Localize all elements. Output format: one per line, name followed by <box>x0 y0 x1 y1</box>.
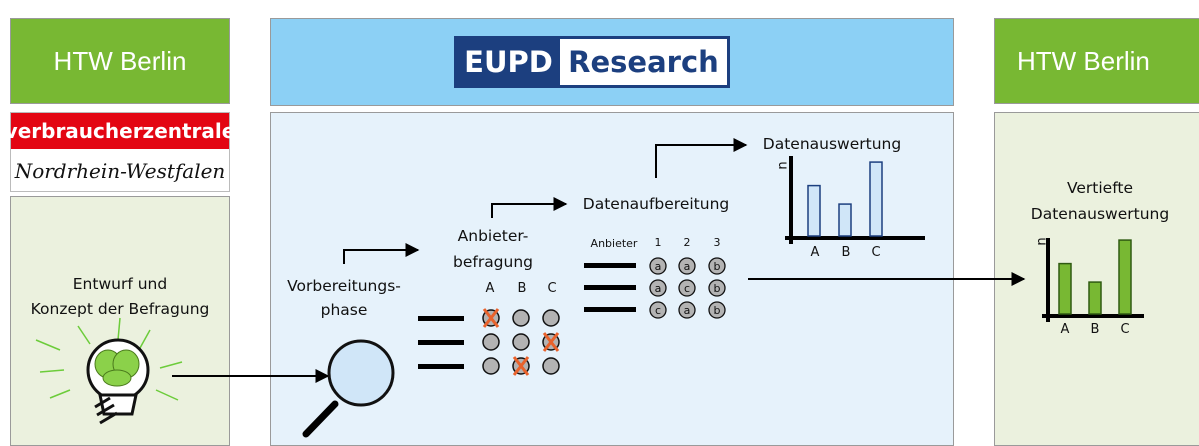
vz-logo-bottom-text: Nordrhein-Westfalen <box>14 159 226 183</box>
cross-mark-icon <box>482 308 500 328</box>
cross-mark-icon <box>512 356 530 376</box>
cross-mark-icon <box>542 332 560 352</box>
htw-berlin-label-left: HTW Berlin <box>53 45 187 76</box>
lightbulb-icon <box>35 317 183 425</box>
survey-col-b: B <box>517 281 527 296</box>
deep-analysis-panel <box>994 112 1199 446</box>
verbraucherzentrale-logo: verbraucherzentrale Nordrhein-Westfalen <box>5 112 235 192</box>
right-chart-cat-a: A <box>1060 322 1070 337</box>
table-cell-circle <box>649 301 667 319</box>
survey-answer-circle <box>512 309 530 327</box>
survey-question-lines <box>418 316 464 369</box>
eupd-logo-left-text: EUPD <box>464 45 553 79</box>
table-cell-value: a <box>655 282 662 295</box>
survey-col-a: A <box>485 281 495 296</box>
table-cell-circle <box>649 279 667 297</box>
table-cell-circle <box>708 257 726 275</box>
survey-answer-circle <box>482 333 500 351</box>
table-cell-circle <box>649 257 667 275</box>
eupd-logo-right: Research <box>560 39 727 85</box>
survey-answer-circle <box>482 357 500 375</box>
vz-logo-top: verbraucherzentrale <box>5 113 235 149</box>
arrow-prep-to-analysis <box>655 138 748 178</box>
center-chart-ylabel: n <box>775 161 791 170</box>
step-prep-line2: phase <box>320 301 368 319</box>
survey-answer-circle <box>542 357 560 375</box>
right-chart-ylabel: n <box>1034 237 1050 246</box>
table-cell-value: a <box>655 260 662 273</box>
htw-berlin-header-left: HTW Berlin <box>10 18 230 104</box>
concept-text-line2: Konzept der Befragung <box>30 300 210 318</box>
survey-answer-grid <box>482 308 560 376</box>
eupd-logo: EUPD Research <box>454 36 730 88</box>
table-col-1: 1 <box>654 236 662 249</box>
concept-text-line1: Entwurf und <box>72 275 168 293</box>
right-chart-cat-b: B <box>1090 322 1100 337</box>
table-cell-value: b <box>714 260 721 273</box>
table-cell-value: c <box>655 304 661 317</box>
eupd-logo-left: EUPD <box>457 39 560 85</box>
right-bar-chart <box>1042 238 1144 322</box>
table-col-2: 2 <box>683 236 691 249</box>
deep-analysis-title-line2: Datenauswertung <box>1030 205 1170 223</box>
step-survey-line2: befragung <box>452 253 534 271</box>
right-chart-cat-c: C <box>1120 322 1130 337</box>
bar <box>869 161 883 237</box>
center-chart-cat-b: B <box>841 245 851 260</box>
table-cell-value: b <box>714 282 721 295</box>
center-chart-cat-a: A <box>810 245 820 260</box>
bar <box>838 203 852 237</box>
vz-logo-bottom: Nordrhein-Westfalen <box>11 151 229 191</box>
step-data-prep: Datenaufbereitung <box>582 195 730 213</box>
step-survey-line1: Anbieter- <box>457 227 529 245</box>
center-chart-cat-c: C <box>871 245 881 260</box>
table-cell-circle <box>678 257 696 275</box>
table-cell-circle <box>678 279 696 297</box>
table-cell-value: b <box>714 304 721 317</box>
bar <box>1088 281 1102 315</box>
deep-analysis-title-line1: Vertiefte <box>1066 179 1134 197</box>
survey-col-c: C <box>547 281 557 296</box>
table-col-3: 3 <box>713 236 721 249</box>
eupd-logo-right-text: Research <box>568 45 719 79</box>
bar <box>1118 239 1132 315</box>
htw-berlin-label-right: HTW Berlin <box>1017 45 1150 76</box>
magnifier-icon <box>302 339 395 438</box>
table-cell-value: a <box>684 260 691 273</box>
vz-logo-top-text: verbraucherzentrale <box>4 119 236 143</box>
bar <box>1058 262 1072 315</box>
htw-berlin-header-right: HTW Berlin <box>994 18 1199 104</box>
arrow-prep-to-survey <box>343 243 420 264</box>
table-header-label: Anbieter <box>590 237 638 250</box>
step-prep-line1: Vorbereitungs- <box>287 277 401 295</box>
bar <box>807 184 821 237</box>
table-cell-value: c <box>684 282 690 295</box>
table-cell-circle <box>708 279 726 297</box>
table-cell-circle <box>678 301 696 319</box>
table-cell-value: a <box>684 304 691 317</box>
survey-answer-circle <box>542 309 560 327</box>
survey-answer-circle <box>512 333 530 351</box>
step-data-analysis: Datenauswertung <box>762 135 902 153</box>
table-cell-circle <box>708 301 726 319</box>
table-row-lines <box>584 263 636 312</box>
arrow-survey-to-prep <box>491 197 568 218</box>
center-bar-chart <box>785 156 925 244</box>
